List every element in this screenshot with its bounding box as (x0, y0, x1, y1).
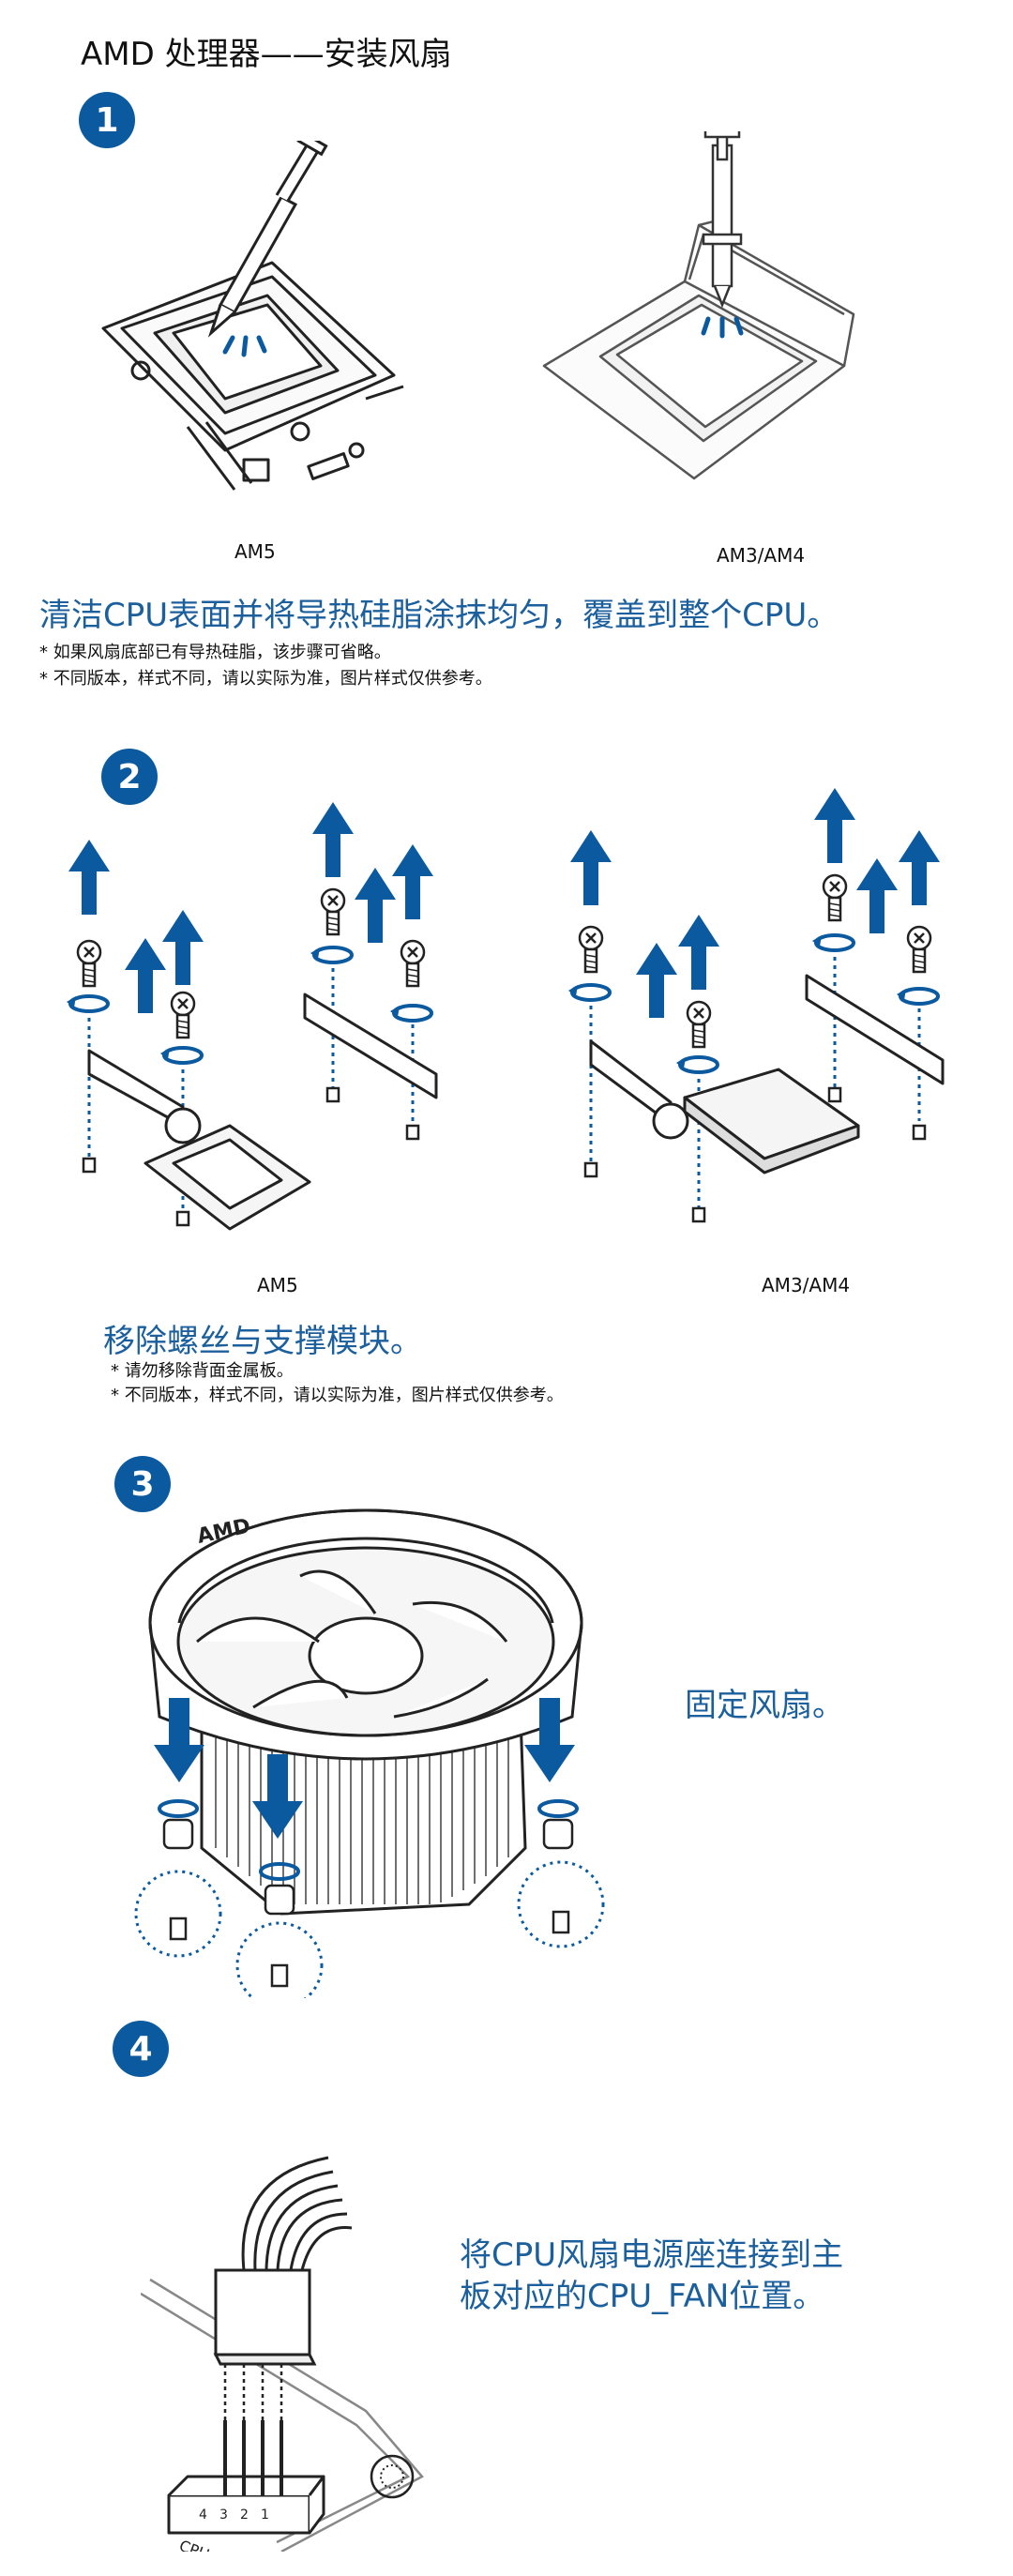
step-3-text: 固定风扇。 (685, 1687, 844, 1724)
step-3-number: 3 (130, 1464, 155, 1504)
am5-remove-screws-illustration (65, 802, 438, 1231)
step-4-badge: 4 (113, 2021, 169, 2077)
cpu-fan-header-label: CPU_FAN (176, 2537, 246, 2552)
step-1-note-1: * 如果风扇底部已有导热硅脂，该步骤可省略。 (39, 643, 391, 662)
pin-label-2: 2 (240, 2508, 249, 2523)
step-4-text-line-2: 板对应的CPU_FAN位置。 (460, 2278, 825, 2315)
step-4-text-line-1: 将CPU风扇电源座连接到主 (460, 2236, 844, 2274)
pin-label-3: 3 (219, 2508, 228, 2523)
step-2-note-1: * 请勿移除背面金属板。 (111, 1361, 294, 1381)
step-1-heading: 清洁CPU表面并将导热硅脂涂抹均匀，覆盖到整个CPU。 (39, 597, 839, 634)
step-1-caption-am5: AM5 (234, 540, 276, 563)
step-3-badge: 3 (114, 1456, 171, 1512)
cpu-fan-connector-illustration: 4 3 2 1 CPU_FAN (141, 2156, 424, 2552)
pin-label-4: 4 (199, 2508, 207, 2523)
step-1-note-2: * 不同版本，样式不同，请以实际为准，图片样式仅供参考。 (39, 669, 492, 689)
step-2-caption-am4: AM3/AM4 (762, 1274, 851, 1296)
step-2-number: 2 (117, 757, 142, 796)
step-2-note-2: * 不同版本，样式不同，请以实际为准，图片样式仅供参考。 (111, 1386, 564, 1405)
step-4-number: 4 (129, 2029, 153, 2068)
am4-remove-screws-illustration (567, 788, 945, 1223)
step-2-badge: 2 (101, 749, 158, 805)
am4-thermal-paste-illustration (542, 131, 855, 480)
step-1-caption-am4: AM3/AM4 (717, 544, 806, 567)
page-title: AMD 处理器——安装风扇 (81, 36, 452, 73)
pin-label-1: 1 (261, 2508, 269, 2523)
step-2-heading: 移除螺丝与支撑模块。 (103, 1323, 422, 1360)
step-2-caption-am5: AM5 (257, 1274, 298, 1296)
fan-install-illustration: AMD (134, 1508, 605, 1998)
step-1-number: 1 (95, 100, 119, 140)
step-1-badge: 1 (79, 92, 135, 148)
am5-thermal-paste-illustration (101, 141, 404, 491)
